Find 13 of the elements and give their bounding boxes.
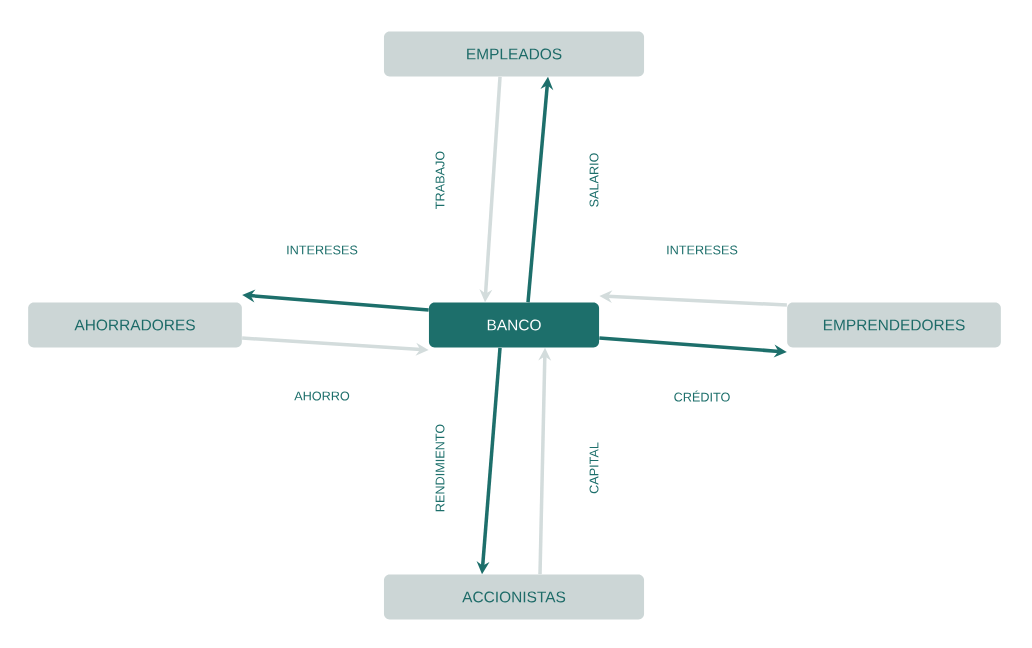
bank-box: BANCO <box>428 302 600 348</box>
stakeholder-box: AHORRADORES <box>28 302 242 348</box>
edge-label: CAPITAL <box>588 440 600 496</box>
edge-label: INTERESES <box>284 244 360 256</box>
edge-label: SALARIO <box>588 151 600 209</box>
edge-label: RENDIMIENTO <box>434 422 446 514</box>
edge-label: CRÉDITO <box>672 389 732 403</box>
edge-label: TRABAJO <box>434 149 446 211</box>
stakeholder-box: ACCIONISTAS <box>383 574 645 620</box>
edge-label: AHORRO <box>292 390 352 402</box>
stakeholder-box: EMPLEADOS <box>383 31 645 77</box>
edge-label: INTERESES <box>664 244 740 256</box>
stakeholder-box: EMPRENDEDORES <box>787 302 1001 348</box>
